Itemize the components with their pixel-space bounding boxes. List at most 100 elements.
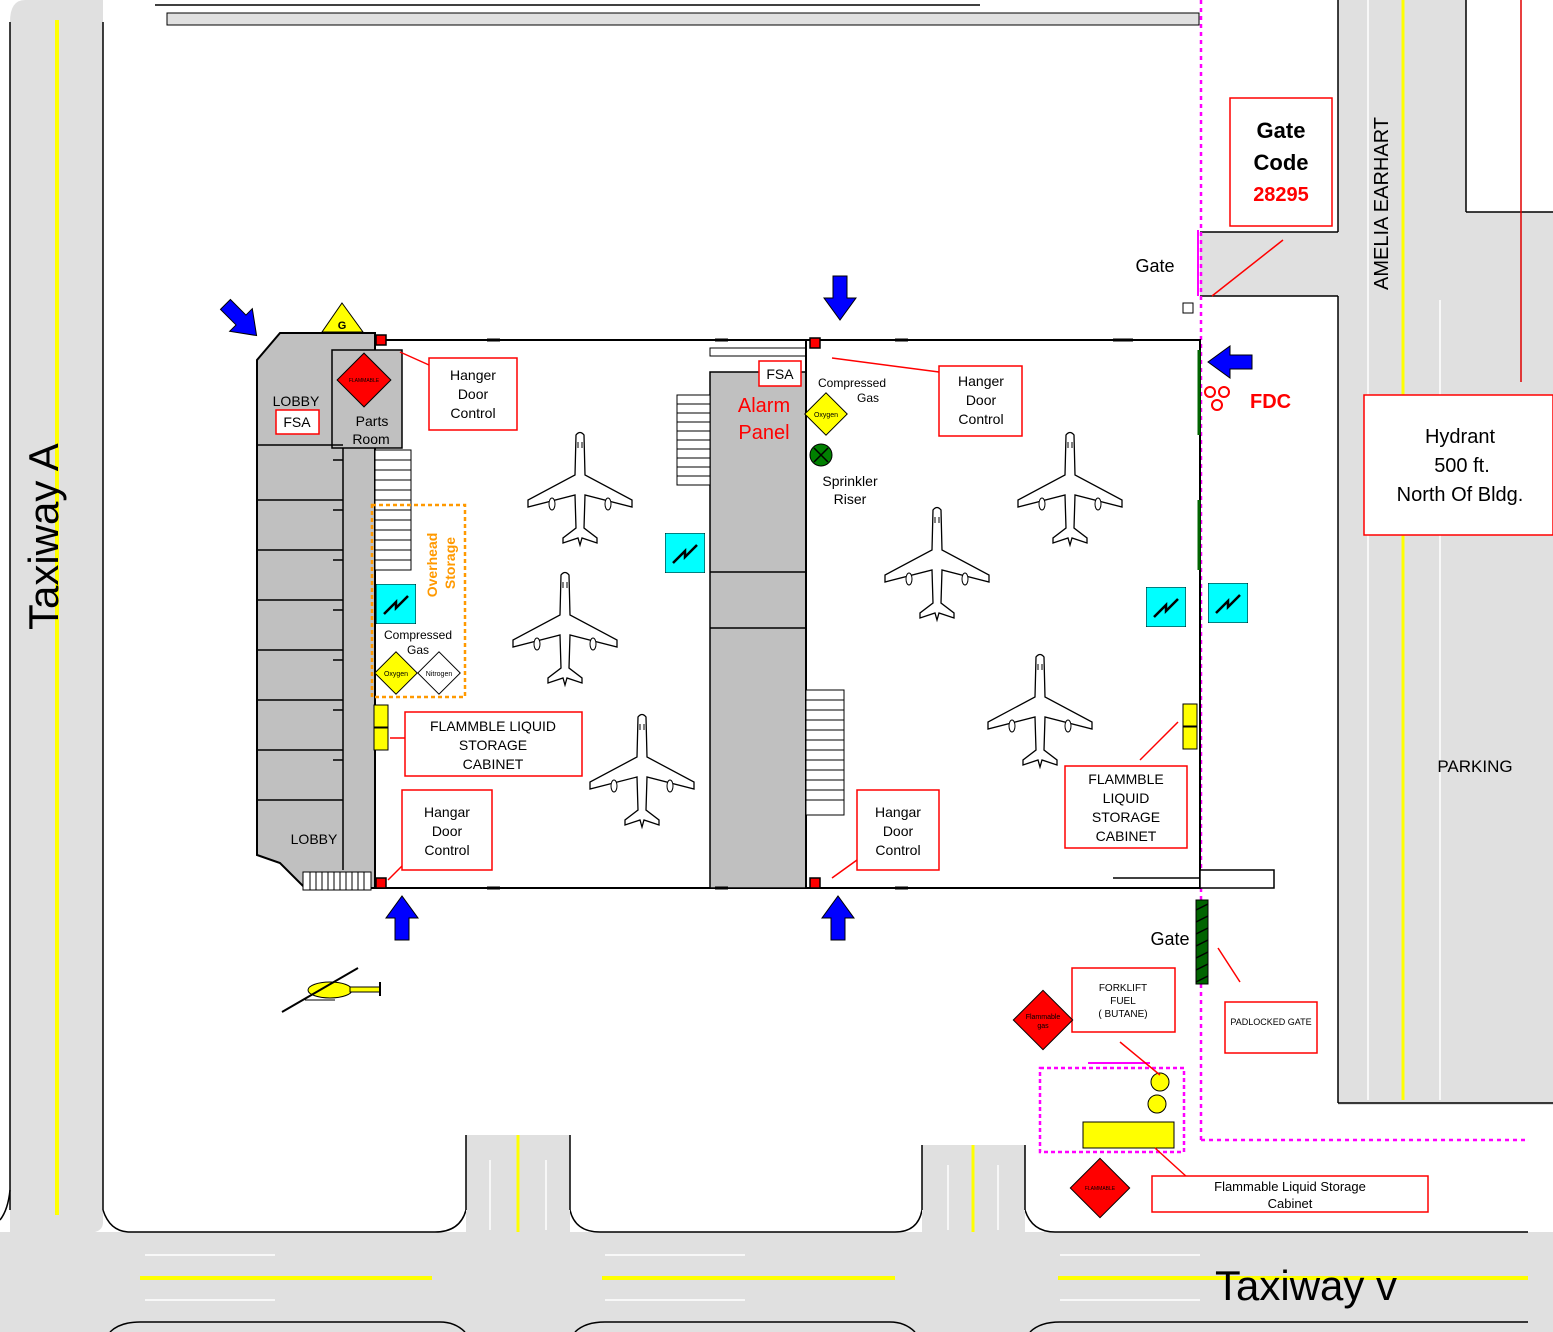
hangar-door-control-s: Hangar Door Control [831, 789, 940, 879]
callout-line: Flammable Liquid Storage [1214, 1179, 1366, 1194]
south-gate-icon [1195, 899, 1209, 985]
taxiway-v-road [0, 1232, 1553, 1332]
hazmat-diamond-icon: Nitrogen [417, 651, 461, 695]
electrical-panel-icon [1208, 583, 1248, 623]
west-compressed-gas-label: Compressed [384, 628, 452, 642]
callout-line: Hangar [424, 804, 470, 820]
fdc-label: FDC [1250, 391, 1291, 413]
callout-line: Door [458, 386, 489, 402]
callout-line: Hangar [875, 804, 921, 820]
callout-line: CABINET [463, 756, 524, 772]
callout-line: Cabinet [1268, 1196, 1313, 1211]
flammable-cabinet-south [1082, 1121, 1175, 1149]
hanger-door-control-nw: Hanger Door Control [399, 351, 518, 431]
callout-line: Hanger [450, 367, 496, 383]
overhead-storage-zone [370, 503, 467, 699]
callout-line: Control [958, 411, 1003, 427]
flammable-liquid-storage-cabinet-west: FLAMMBLE LIQUID STORAGE CABINET [390, 711, 583, 777]
hanger-door-control-ne: Hanger Door Control [831, 357, 1023, 437]
flammable-liquid-storage-cabinet-callout: Flammable Liquid Storage Cabinet [1151, 1175, 1429, 1213]
hydrant-text: Hydrant [1425, 426, 1495, 448]
fsa-west-box [275, 409, 320, 435]
callout-line: Control [450, 405, 495, 421]
stairs-icon [676, 394, 711, 486]
stairs-icon [374, 449, 412, 571]
stairs-icon [805, 689, 845, 816]
sprinkler-riser-label: Sprinkler [822, 473, 878, 489]
flammable-cabinet-west [373, 704, 389, 728]
callout-line: Door [966, 392, 997, 408]
helicopter-icon [281, 967, 381, 1013]
sprinkler-riser-icon [809, 443, 833, 467]
hazmat-diamond-icon: Oxygen [374, 651, 418, 695]
middle-corridor [709, 371, 807, 889]
hazmat-diamond-icon: Oxygen [804, 392, 848, 436]
overhead-storage-label: Overhead [424, 533, 440, 598]
callout-line: STORAGE [1092, 809, 1160, 825]
gate-code-value: 28295 [1253, 184, 1309, 206]
flammable-gas-label-2: gas [1037, 1023, 1049, 1030]
parking-label: PARKING [1437, 757, 1512, 776]
gate-code-callout: Gate Code 28295 [1211, 97, 1333, 297]
callout-line: Door [883, 823, 914, 839]
gate-north-label: Gate [1135, 256, 1174, 276]
hazmat-diamond-icon: Flammable gas [1012, 989, 1074, 1051]
butane-cylinder [1150, 1072, 1170, 1092]
callout-line: STORAGE [459, 737, 527, 753]
amelia-earhart-label: AMELIA EARHART [1371, 117, 1393, 290]
west-oxygen-label: Oxygen [384, 671, 408, 678]
flammable-gas-label: Flammable [1026, 1014, 1061, 1021]
arrow-icon [385, 895, 419, 941]
callout-line: LIQUID [1103, 790, 1150, 806]
west-compressed-gas-label-2: Gas [407, 643, 429, 657]
flammable-cabinet-east [1182, 703, 1198, 727]
stairs-icon [302, 871, 372, 891]
callout-line: Hanger [958, 373, 1004, 389]
gas-warning-icon [321, 302, 364, 333]
electrical-panel-icon [1146, 587, 1186, 627]
middle-compressed-gas-label-2: Gas [857, 391, 879, 405]
alarm-panel-label: Alarm [738, 395, 790, 417]
overhead-storage-label-2: Storage [442, 537, 458, 589]
electrical-panel-icon [376, 584, 416, 624]
butane-cylinder [1147, 1094, 1167, 1114]
padlocked-gate-callout: PADLOCKED GATE [1224, 1001, 1318, 1054]
hydrant-distance: 500 ft. [1434, 455, 1490, 477]
callout-line: Control [875, 842, 920, 858]
fsa-west-label: FSA [283, 414, 311, 430]
callout-line: FLAMMBLE [1088, 771, 1163, 787]
west-nitrogen-label: Nitrogen [426, 671, 453, 678]
sprinkler-riser-label-2: Riser [834, 491, 867, 507]
middle-compressed-gas-label: Compressed [818, 376, 886, 390]
taxiway-v-label: Taxiway v [1215, 1262, 1397, 1309]
taxiway-a-label: Taxiway A [20, 443, 67, 630]
arrow-icon [821, 895, 855, 941]
callout-line: CABINET [1096, 828, 1157, 844]
fsa-middle-label: FSA [766, 366, 794, 382]
fdc-connection-icon [1204, 386, 1230, 411]
gate-code-title: Gate [1257, 118, 1306, 143]
building [256, 332, 1275, 891]
gas-marker-label: G [338, 320, 347, 332]
flammable-liquid-storage-cabinet-east: FLAMMBLE LIQUID STORAGE CABINET [1064, 721, 1188, 849]
parts-room-label-2: Room [352, 431, 389, 447]
arrow-icon [1207, 345, 1253, 379]
callout-line: Door [432, 823, 463, 839]
fuel-storage-zone [1038, 1066, 1186, 1154]
callout-line: ( BUTANE) [1098, 1009, 1147, 1020]
callout-line: Control [424, 842, 469, 858]
callout-line: FUEL [1110, 996, 1136, 1007]
hazmat-diamond-icon: FLAMMABLE [1069, 1157, 1131, 1219]
gate-south-label: Gate [1150, 929, 1189, 949]
electrical-panel-icon [665, 533, 705, 573]
hazmat-diamond-icon: FLAMMABLE [336, 352, 392, 408]
flammable-diamond-label: FLAMMABLE [1085, 1186, 1116, 1192]
padlocked-gate-label: PADLOCKED GATE [1230, 1017, 1311, 1027]
alarm-panel-label-2: Panel [738, 422, 789, 444]
callout-line: FLAMMBLE LIQUID [430, 718, 556, 734]
lobby-label-bottom: LOBBY [291, 831, 338, 847]
callout-line: FORKLIFT [1099, 983, 1147, 994]
parts-room-label: Parts [356, 413, 389, 429]
